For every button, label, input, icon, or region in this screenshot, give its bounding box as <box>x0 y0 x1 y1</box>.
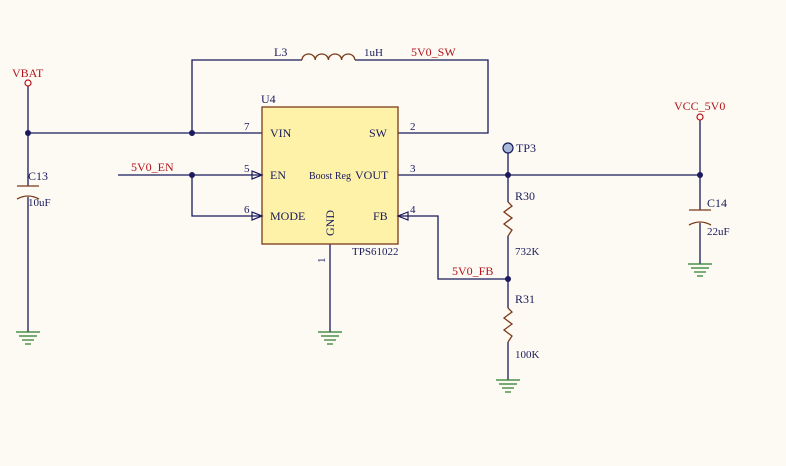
ground-symbol-c14 <box>688 263 712 277</box>
pin-name-en: EN <box>270 168 286 182</box>
net-label-en: 5V0_EN <box>131 160 174 174</box>
pin-number-en: 5 <box>244 163 250 175</box>
capacitor-c14: C14 22uF <box>688 196 730 238</box>
power-port-vcc: VCC_5V0 <box>674 99 725 121</box>
junction-vout <box>505 172 511 178</box>
pin-name-fb: FB <box>373 209 388 223</box>
pin-name-mode: MODE <box>270 209 305 223</box>
wire-inductor-left <box>191 59 302 133</box>
pin-name-gnd: GND <box>323 210 337 236</box>
c14-ref: C14 <box>707 196 727 210</box>
r30-value: 732K <box>515 246 540 258</box>
resistor-r31: R31 100K <box>502 292 540 361</box>
pin-number-vin: 7 <box>244 121 250 133</box>
net-label-fb: 5V0_FB <box>452 264 493 278</box>
ground-symbol-c13 <box>16 331 40 345</box>
tp3-ref: TP3 <box>516 141 536 155</box>
junction-en-mode <box>189 172 195 178</box>
power-port-vbat: VBAT <box>12 66 44 87</box>
pin-name-sw: SW <box>369 126 388 140</box>
inductor-ref: L3 <box>274 45 287 59</box>
junction-vbat <box>25 130 31 136</box>
input-arrow-en <box>251 170 264 180</box>
ground-symbol-ic <box>318 331 342 345</box>
net-label-sw: 5V0_SW <box>411 45 456 59</box>
pin-number-vout: 3 <box>410 163 416 175</box>
capacitor-c13: C13 10uF <box>16 169 51 209</box>
net-label-vbat: VBAT <box>12 66 44 80</box>
wire-mode <box>191 175 262 217</box>
junction-fb <box>505 276 511 282</box>
c14-value: 22uF <box>707 226 730 238</box>
junction-inductor <box>189 130 195 136</box>
resistor-r30: R30 732K <box>502 189 540 258</box>
pin-number-mode: 6 <box>244 204 250 216</box>
c13-ref: C13 <box>28 169 48 183</box>
r31-value: 100K <box>515 349 540 361</box>
input-arrow-mode <box>251 211 264 221</box>
ic-part: TPS61022 <box>352 246 398 258</box>
ic-description: Boost Reg <box>309 171 351 182</box>
junctions <box>25 130 703 282</box>
wire-fb <box>398 215 508 280</box>
c13-value: 10uF <box>28 197 51 209</box>
inductor-value: 1uH <box>364 47 383 59</box>
wire-inductor-right <box>355 59 489 134</box>
ic-u4: U4 TPS61022 Boost Reg 7 VIN 5 EN 6 MODE … <box>244 92 416 263</box>
r30-ref: R30 <box>515 189 535 203</box>
pin-name-vout: VOUT <box>355 168 389 182</box>
pin-number-gnd: 1 <box>316 258 328 264</box>
ground-symbol-r31 <box>496 379 520 393</box>
junction-vcc <box>697 172 703 178</box>
pin-number-fb: 4 <box>410 204 416 216</box>
ic-ref: U4 <box>261 92 276 106</box>
inductor-l3: L3 1uH <box>274 45 383 61</box>
r31-ref: R31 <box>515 292 535 306</box>
net-label-vcc: VCC_5V0 <box>674 99 725 113</box>
pin-name-vin: VIN <box>270 126 292 140</box>
ic-body <box>261 106 399 245</box>
pin-number-sw: 2 <box>410 121 416 133</box>
testpoint-tp3: TP3 <box>502 141 536 155</box>
input-arrow-fb <box>396 211 409 221</box>
